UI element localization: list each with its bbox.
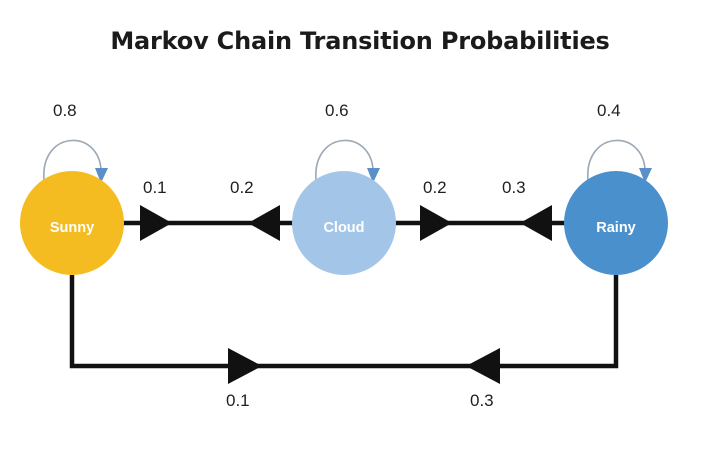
rainy-label: Rainy (596, 220, 636, 236)
sunny-self-loop-arrowhead (95, 168, 108, 183)
cloud-label: Cloud (323, 220, 364, 236)
arrowhead-cloud-to-rainy (420, 205, 452, 241)
self-loop-label-rainy: 0.4 (597, 101, 621, 120)
sunny-label: Sunny (50, 220, 94, 236)
edge-sunny-cloud-path (122, 205, 294, 241)
arrowhead-sunny-to-rainy (228, 348, 262, 384)
cloud-self-loop-arrowhead (367, 168, 380, 183)
edge-label-sunny-to-cloud: 0.1 (143, 178, 167, 197)
self-loop-label-sunny: 0.8 (53, 101, 77, 120)
rainy-self-loop-arrowhead (639, 168, 652, 183)
cloud-self-loop-arc (315, 139, 374, 181)
page-title: Markov Chain Transition Probabilities (110, 27, 610, 55)
edge-label-rainy-to-sunny: 0.3 (470, 391, 494, 410)
self-loop-rainy (587, 139, 652, 183)
arrowhead-cloud-to-sunny (248, 205, 280, 241)
node-cloud[interactable]: Cloud (292, 171, 396, 275)
node-sunny[interactable]: Sunny (20, 171, 124, 275)
self-loop-label-cloud: 0.6 (325, 101, 349, 120)
arrowhead-sunny-to-cloud (140, 205, 172, 241)
self-loop-cloud (315, 139, 380, 183)
arrowhead-rainy-to-sunny (466, 348, 500, 384)
edge-label-rainy-to-cloud: 0.3 (502, 178, 526, 197)
edge-sunny-rainy-path (69, 275, 619, 384)
sunny-circle[interactable] (20, 171, 124, 275)
edge-label-cloud-to-sunny: 0.2 (230, 178, 254, 197)
sunny-self-loop-arc (43, 139, 102, 181)
cloud-circle[interactable] (292, 171, 396, 275)
self-loop-sunny (43, 139, 108, 183)
edge-label-sunny-to-rainy: 0.1 (226, 391, 250, 410)
arrowhead-rainy-to-cloud (520, 205, 552, 241)
rainy-circle[interactable] (564, 171, 668, 275)
bottom-connector-line (69, 275, 619, 369)
rainy-self-loop-arc (587, 139, 646, 181)
edge-label-cloud-to-rainy: 0.2 (423, 178, 447, 197)
edge-cloud-rainy-path (394, 205, 566, 241)
node-rainy[interactable]: Rainy (564, 171, 668, 275)
